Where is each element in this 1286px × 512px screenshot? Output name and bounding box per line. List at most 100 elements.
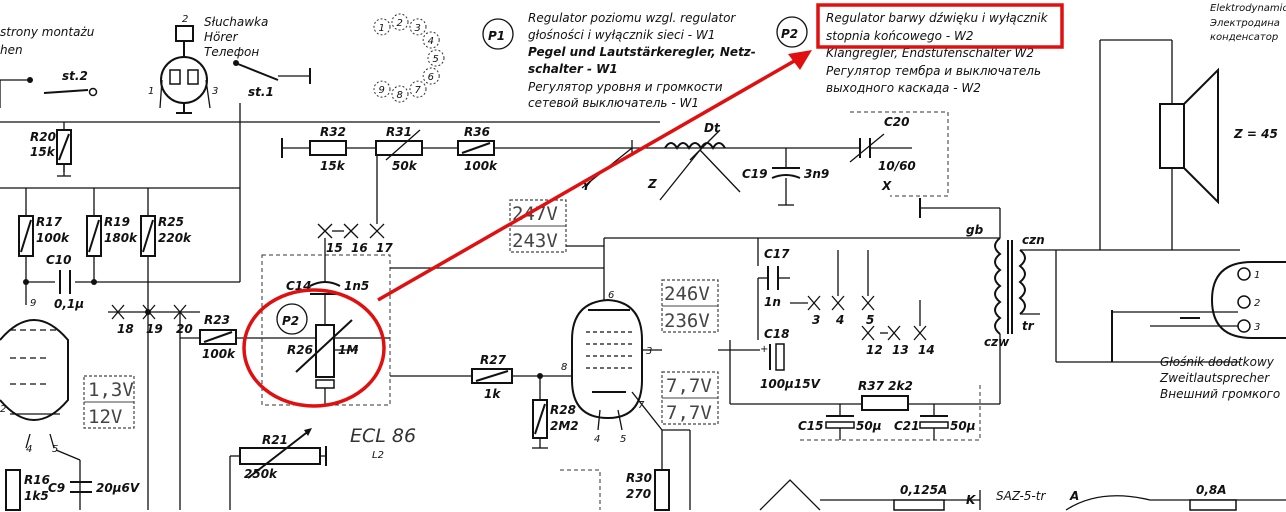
r32-label: R32 xyxy=(320,125,346,139)
left-tube xyxy=(0,319,69,449)
pinout-pin-label: 3 xyxy=(415,23,421,34)
transformer-tr-label: tr xyxy=(1022,319,1035,333)
tube-pin-7: 7 xyxy=(638,400,645,411)
resistor-r37 xyxy=(861,395,909,411)
r26-label: R26 xyxy=(287,343,313,357)
voltage-mid-5: 7,7V xyxy=(666,375,712,397)
r32-value: 15k xyxy=(320,159,346,173)
r28-label: R28 xyxy=(550,403,576,417)
left-note-line-1: strony montażu xyxy=(0,25,95,39)
c9-label: C9 xyxy=(48,481,65,495)
transformer-czn-label: czn xyxy=(1022,233,1045,247)
pinout-pin-circle xyxy=(427,49,445,67)
svg-text:+: + xyxy=(760,344,768,355)
output-transformer xyxy=(980,208,1240,405)
capacitor-c20 xyxy=(849,111,949,197)
headphone-label-pl: Słuchawka xyxy=(204,15,268,29)
pinout-pin-label: 4 xyxy=(428,36,434,47)
pinout-pin-label: 1 xyxy=(379,23,385,34)
r21-value: 250k xyxy=(244,467,278,481)
test-points-18-20 xyxy=(111,304,187,320)
left-tube-pin-2: 2 xyxy=(0,404,6,415)
c18-label: C18 xyxy=(764,327,790,341)
r19-label: R19 xyxy=(104,215,130,229)
c18-value: 100µ15V xyxy=(760,377,822,391)
pinout-pin-circle xyxy=(409,80,427,98)
pinout-pin-label: 5 xyxy=(433,54,439,65)
c21-value: 50µ xyxy=(950,419,976,433)
legend-p2-line-4: Регулятор тембра и выключатель xyxy=(826,64,1041,78)
point-z: Z xyxy=(647,177,657,191)
tube-pin-6: 6 xyxy=(608,290,614,301)
right-top-note-2: Электродина xyxy=(1209,18,1280,29)
headphone-label-ru: Телефон xyxy=(204,45,259,59)
r26-value: 1M xyxy=(338,343,358,357)
r23-value: 100k xyxy=(202,347,236,361)
c17-value: 1n xyxy=(764,295,781,309)
highlight-box-p2-legend xyxy=(816,3,1064,49)
c17-label: C17 xyxy=(764,247,790,261)
choke-dt xyxy=(581,129,741,201)
switch-st1-label: st.1 xyxy=(248,85,274,99)
pinout-pin-circle xyxy=(373,18,391,36)
c9-value: 20µ6V xyxy=(96,481,141,495)
r31-label: R31 xyxy=(386,125,412,139)
left-note-line-2: hen xyxy=(0,43,23,57)
r25-label: R25 xyxy=(158,215,184,229)
r31-value: 50k xyxy=(392,159,418,173)
top-resistor-chain xyxy=(281,129,860,161)
tube-pin-5: 5 xyxy=(620,434,626,445)
point-x: X xyxy=(881,179,892,193)
r25-value: 220k xyxy=(158,231,192,245)
right-top-note-3: конденсатор xyxy=(1210,32,1278,43)
loudspeaker xyxy=(1099,39,1219,250)
tube-pin-4: 4 xyxy=(594,434,600,445)
legend-p1-line-5: Регулятор уровня и громкости xyxy=(528,80,723,94)
power-section-partial xyxy=(759,479,1286,511)
pinout-pin-label: 2 xyxy=(397,18,403,29)
pinout-pin-circle xyxy=(391,13,409,31)
voltage-mid-4: 236V xyxy=(664,310,710,332)
jack-pin-1: 1 xyxy=(148,86,154,97)
k-label: K xyxy=(966,493,977,507)
legend-p1-symbol: P1 xyxy=(488,29,505,43)
right-top-note-1: Elektrodynamic xyxy=(1210,3,1286,14)
legend-p2: P2 Regulator barwy dźwięku i wyłącznik s… xyxy=(776,11,1049,95)
headphone-label-de: Hörer xyxy=(204,30,239,44)
legend-p2-symbol: P2 xyxy=(781,27,798,41)
legend-p1-line-6: сетевой выключатель - W1 xyxy=(528,96,699,110)
tube-ecl86-label: ECL 86 xyxy=(350,425,416,447)
point-19: 19 xyxy=(146,322,163,336)
point-16: 16 xyxy=(351,241,368,255)
pinout-pin-label: 6 xyxy=(428,72,434,83)
voltage-left-2: 12V xyxy=(88,406,122,428)
left-tube-pin-9: 9 xyxy=(30,298,36,309)
voltage-left-1: 1,3V xyxy=(88,379,134,401)
c10-label: C10 xyxy=(46,253,72,267)
pinout-pin-label: 9 xyxy=(379,85,385,96)
resistor-r30 xyxy=(654,469,670,511)
r17-label: R17 xyxy=(36,215,63,229)
r20-value: 15k xyxy=(30,145,56,159)
c14-value: 1n5 xyxy=(344,279,369,293)
pinout-pin-circle xyxy=(422,31,440,49)
r36-value: 100k xyxy=(464,159,498,173)
left-tube-pin-4: 4 xyxy=(26,444,32,455)
c15-value: 50µ xyxy=(856,419,882,433)
r20-label: R20 xyxy=(30,130,56,144)
point-18: 18 xyxy=(117,322,134,336)
legend-p2-line-5: выходного каскада - W2 xyxy=(826,81,981,95)
r30-value: 270 xyxy=(626,487,651,501)
point-13: 13 xyxy=(892,343,909,357)
voltage-mid-6: 7,7V xyxy=(666,402,712,424)
point-5: 5 xyxy=(866,313,874,327)
c20-label: C20 xyxy=(884,115,910,129)
capacitor-c18: + xyxy=(760,343,785,371)
capacitor-c10 xyxy=(55,270,75,294)
c10-value: 0,1µ xyxy=(54,297,84,311)
tube-pin-8: 8 xyxy=(561,362,567,373)
r28-value: 2M2 xyxy=(550,419,579,433)
c19-value: 3n9 xyxy=(804,167,829,181)
c21-label: C21 xyxy=(894,419,920,433)
